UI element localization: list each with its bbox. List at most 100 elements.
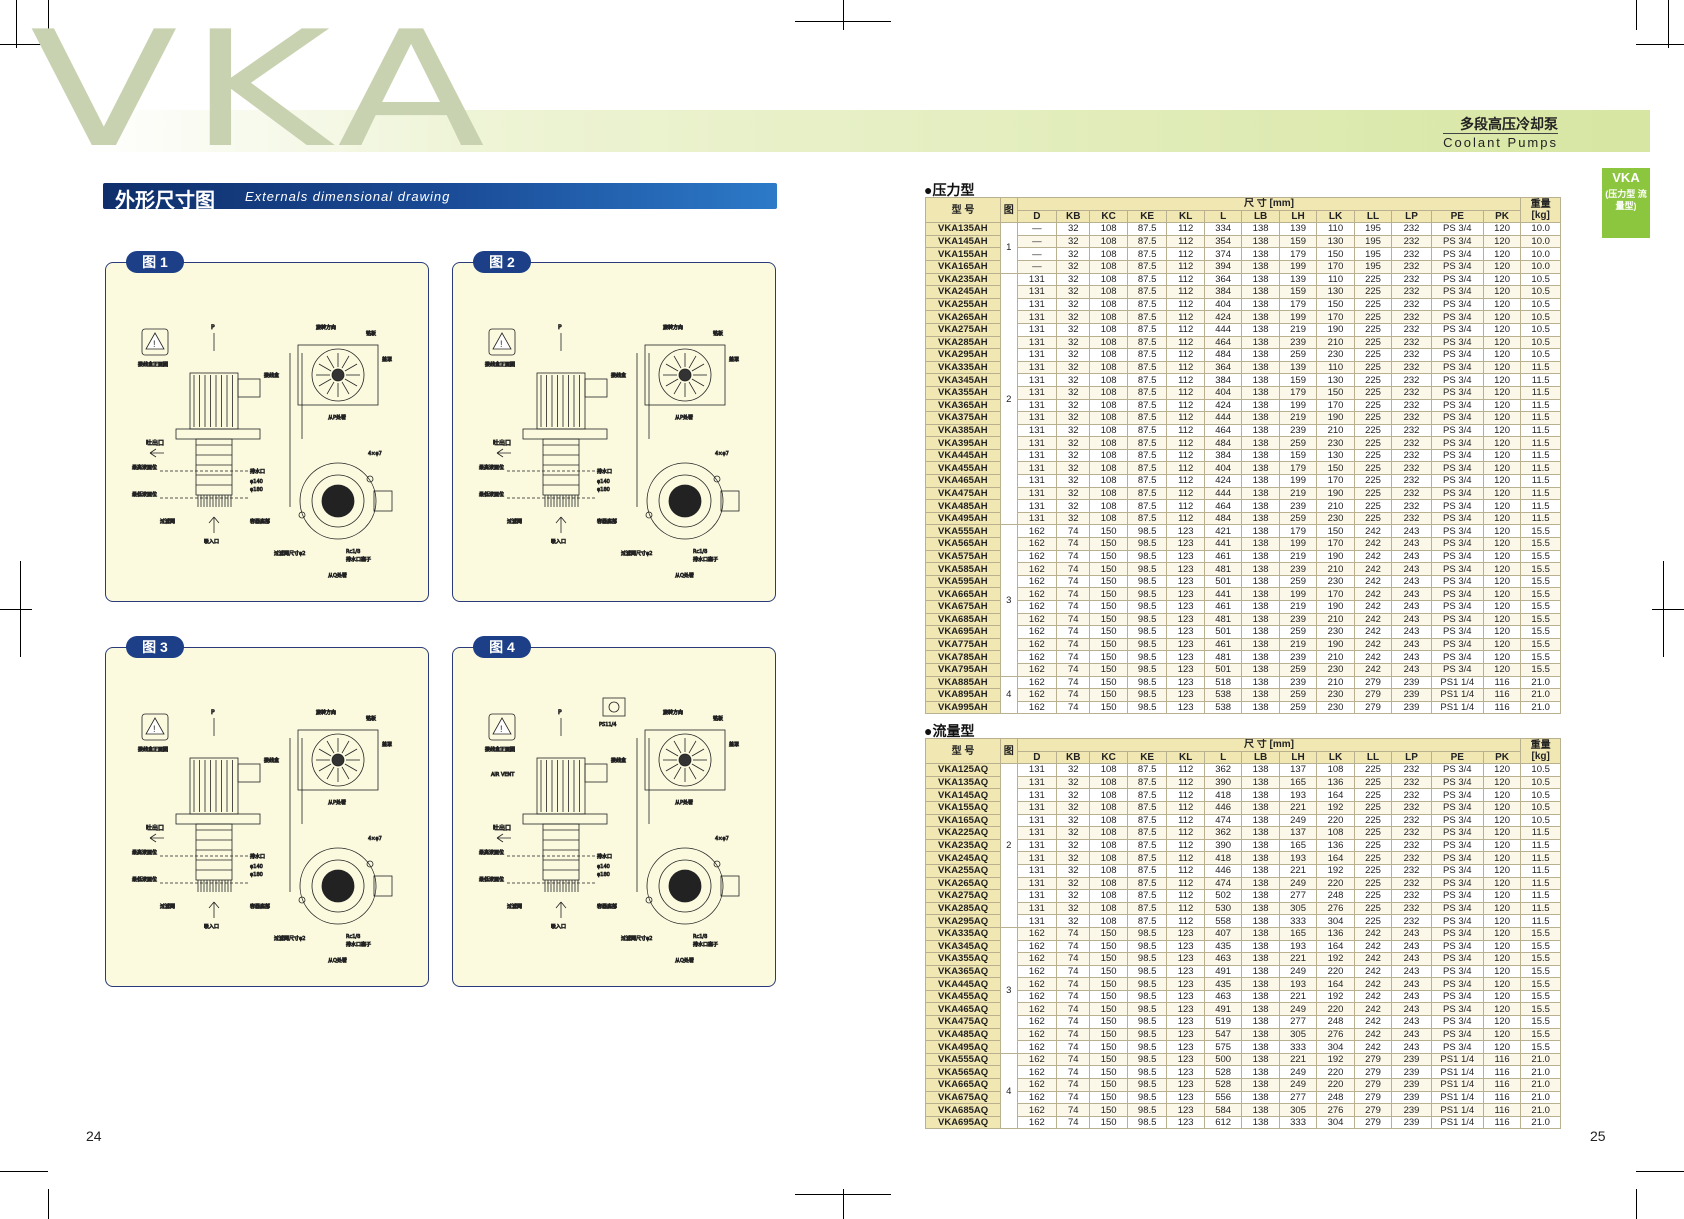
rc-label: Rc1/8 <box>693 549 707 555</box>
top-view <box>297 344 379 406</box>
model-cell: VKA165AH <box>925 259 1001 274</box>
value-cell: 15.5 <box>1520 1040 1561 1054</box>
value-cell: 461 <box>1203 600 1243 614</box>
value-cell: 130 <box>1316 234 1355 249</box>
drain-label: 排水口 <box>250 853 265 860</box>
figure-tag: 图 3 <box>126 636 184 658</box>
value-cell: 112 <box>1166 322 1205 337</box>
value-cell: 87.5 <box>1126 222 1168 236</box>
value-cell: PS 3/4 <box>1430 977 1484 991</box>
value-cell: 243 <box>1391 549 1432 564</box>
terminal-box <box>584 763 608 783</box>
value-cell: 138 <box>1241 423 1280 438</box>
value-cell: 120 <box>1482 838 1522 853</box>
outlet-label: 吐出口 <box>493 439 511 447</box>
value-cell: 32 <box>1056 901 1091 916</box>
value-cell: 232 <box>1391 234 1432 249</box>
value-cell: 120 <box>1482 322 1522 337</box>
value-cell: 120 <box>1482 637 1522 652</box>
value-cell: PS 3/4 <box>1430 285 1484 299</box>
value-cell: 108 <box>1089 889 1128 903</box>
value-cell: 239 <box>1391 1052 1432 1067</box>
value-cell: 120 <box>1482 1027 1522 1042</box>
value-cell: 11.5 <box>1520 398 1561 413</box>
value-cell: 461 <box>1203 637 1243 652</box>
model-cell: VKA135AQ <box>925 775 1001 790</box>
value-cell: 239 <box>1391 1078 1432 1092</box>
value-cell: 74 <box>1056 1115 1091 1130</box>
value-cell: 98.5 <box>1126 587 1168 601</box>
value-cell: 138 <box>1241 537 1280 551</box>
value-cell: 138 <box>1241 385 1280 400</box>
value-cell: 150 <box>1089 587 1128 601</box>
model-cell: VKA485AQ <box>925 1027 1001 1042</box>
value-cell: 210 <box>1316 650 1355 664</box>
section-title-bar: 外形尺寸图 Externals dimensional drawing <box>103 183 777 212</box>
model-cell: VKA475AH <box>925 486 1001 501</box>
value-cell: 138 <box>1241 335 1280 350</box>
mount-flange <box>175 428 261 440</box>
value-cell: PS 3/4 <box>1430 989 1484 1004</box>
value-cell: 131 <box>1016 398 1058 413</box>
from-p-label: 从P处看 <box>328 799 346 806</box>
col-header-kl: KL <box>1166 750 1205 765</box>
terminal-box <box>584 378 608 398</box>
value-cell: 112 <box>1166 863 1205 878</box>
col-header-lh: LH <box>1278 750 1318 765</box>
value-cell: 138 <box>1241 826 1280 840</box>
value-cell: 138 <box>1241 587 1280 601</box>
value-cell: 221 <box>1278 952 1318 966</box>
value-cell: 120 <box>1482 348 1522 362</box>
value-cell: 474 <box>1203 813 1243 828</box>
side-tab-main: VKA <box>1612 170 1640 185</box>
value-cell: 123 <box>1166 1065 1205 1080</box>
value-cell: 138 <box>1241 813 1280 828</box>
terminal-box-icon: ! <box>141 328 169 356</box>
view-p-marker: P <box>558 709 562 716</box>
value-cell: 15.5 <box>1520 600 1561 614</box>
value-cell: 162 <box>1016 688 1058 702</box>
value-cell: 87.5 <box>1126 373 1168 387</box>
value-cell: 242 <box>1353 562 1393 576</box>
value-cell: 131 <box>1016 474 1058 488</box>
value-cell: PS 3/4 <box>1430 322 1484 337</box>
inlet-label: 吸入口 <box>204 539 219 545</box>
value-cell: 249 <box>1278 1002 1318 1017</box>
value-cell: 219 <box>1278 637 1318 652</box>
value-cell: 123 <box>1166 1040 1205 1054</box>
value-cell: 418 <box>1203 788 1243 802</box>
value-cell: 74 <box>1056 939 1091 954</box>
value-cell: 112 <box>1166 511 1205 526</box>
motor-body <box>189 757 239 815</box>
col-header-lb: LB <box>1241 750 1280 765</box>
col-header-figure: 图 <box>999 737 1018 765</box>
value-cell: 232 <box>1391 889 1432 903</box>
value-cell: 150 <box>1089 939 1128 954</box>
value-cell: 239 <box>1278 499 1318 513</box>
value-cell: 112 <box>1166 272 1205 287</box>
cover-label: 盖罩 <box>382 356 392 363</box>
value-cell: 225 <box>1353 826 1393 840</box>
value-cell: 21.0 <box>1520 700 1561 715</box>
value-cell: 199 <box>1278 398 1318 413</box>
value-cell: 108 <box>1089 763 1128 777</box>
value-cell: 98.5 <box>1126 562 1168 576</box>
model-cell: VKA585AH <box>925 562 1001 576</box>
col-header-model: 型 号 <box>925 737 1001 765</box>
value-cell: 162 <box>1016 650 1058 664</box>
value-cell: PS 3/4 <box>1430 914 1484 928</box>
value-cell: 225 <box>1353 851 1393 865</box>
value-cell: 538 <box>1203 688 1243 702</box>
value-cell: 112 <box>1166 901 1205 916</box>
value-cell: 112 <box>1166 788 1205 802</box>
col-header-pe: PE <box>1430 209 1484 224</box>
value-cell: PS 3/4 <box>1430 423 1484 438</box>
value-cell: 116 <box>1482 1103 1522 1117</box>
value-cell: 190 <box>1316 600 1355 614</box>
